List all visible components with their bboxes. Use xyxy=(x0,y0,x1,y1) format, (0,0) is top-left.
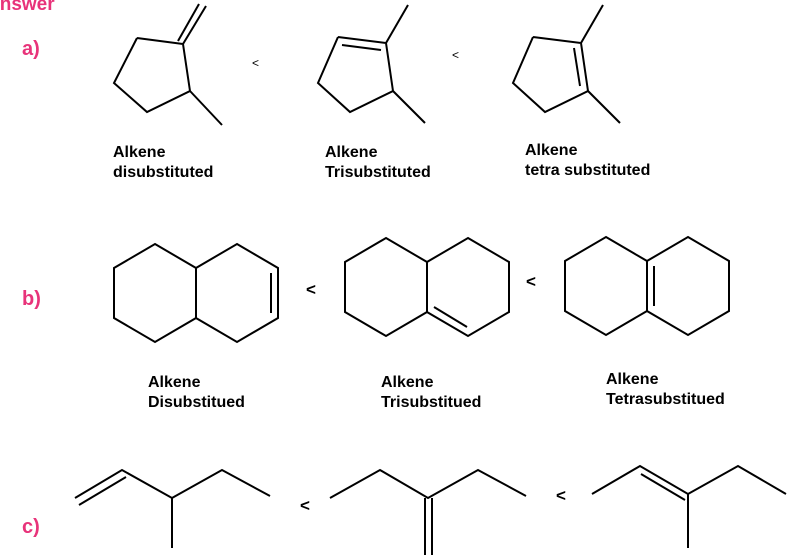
structure-b2-octahydronaphthalene xyxy=(344,236,510,338)
methyl-bond xyxy=(189,90,223,126)
right-ring xyxy=(195,242,279,344)
right-ring xyxy=(646,235,730,337)
label-line2: Disubstitued xyxy=(148,394,245,411)
methyl-bond-1 xyxy=(385,4,409,44)
part-b-label-2: Alkene Trisubstitued xyxy=(381,373,481,413)
structure-a1-methylenecyclopentane xyxy=(112,3,223,126)
label-line2: disubstituted xyxy=(113,164,214,181)
exocyclic-double-bond-inner xyxy=(177,3,200,42)
main-chain xyxy=(74,468,271,500)
label-line1: Alkene xyxy=(325,144,378,161)
part-b-label-3: Alkene Tetrasubstitued xyxy=(606,370,725,410)
terminal-double-bond-inner xyxy=(78,476,127,506)
left-ring xyxy=(113,242,197,344)
ring-bonds xyxy=(511,36,590,114)
left-ring xyxy=(564,235,648,337)
part-c-label: c) xyxy=(22,516,40,538)
methyl-bond-2 xyxy=(392,90,426,124)
structure-a3-dimethylcyclopentene xyxy=(511,4,621,124)
part-c-less-than-1: < xyxy=(300,496,310,515)
label-line1: Alkene xyxy=(381,374,434,391)
label-line1: Alkene xyxy=(606,371,659,388)
part-b-label: b) xyxy=(22,288,41,310)
ring-bonds xyxy=(316,36,395,114)
label-line2: Trisubstituted xyxy=(325,164,431,181)
structure-c3-methylpentene xyxy=(591,464,787,548)
structure-c1-methylpentene xyxy=(74,468,271,548)
label-line2: Trisubstitued xyxy=(381,394,482,411)
structure-b3-octahydronaphthalene xyxy=(564,235,730,337)
label-line1: Alkene xyxy=(113,144,166,161)
label-line1: Alkene xyxy=(525,142,578,159)
part-c-less-than-2: < xyxy=(556,486,566,505)
label-line2: Tetrasubstitued xyxy=(606,391,725,408)
label-line2: tetra substituted xyxy=(525,162,651,179)
exocyclic-double-bond-outer xyxy=(182,5,207,45)
ring-double-bond-inner xyxy=(341,44,382,51)
answer-heading: Answer xyxy=(0,0,55,15)
part-a-label-3: Alkene tetra substituted xyxy=(525,141,650,181)
left-ring xyxy=(344,236,428,338)
part-a-label-2: Alkene Trisubstituted xyxy=(325,143,431,183)
part-b-less-than-2: < xyxy=(526,272,536,291)
main-chain xyxy=(591,464,787,496)
methyl-bond-2 xyxy=(587,90,621,124)
ring-double-bond-inner xyxy=(433,306,468,328)
part-a-label: a) xyxy=(22,38,40,60)
part-a-less-than-1: < xyxy=(252,56,260,70)
part-a-less-than-2: < xyxy=(452,48,460,62)
label-line1: Alkene xyxy=(148,374,201,391)
ring-double-bond-inner xyxy=(573,47,581,87)
part-b-label-1: Alkene Disubstitued xyxy=(148,373,245,413)
structure-c2-ethylbutene xyxy=(329,468,527,555)
right-ring xyxy=(426,236,510,338)
structure-b1-octahydronaphthalene xyxy=(113,242,279,344)
part-b-less-than-1: < xyxy=(306,280,316,299)
ring-bonds xyxy=(112,37,192,114)
chain-double-bond-inner xyxy=(640,473,686,501)
methyl-bond-1 xyxy=(580,4,604,44)
part-a-label-1: Alkene disubstituted xyxy=(113,143,213,183)
structure-a2-dimethylcyclopentene xyxy=(316,4,426,124)
main-chain xyxy=(329,468,527,500)
